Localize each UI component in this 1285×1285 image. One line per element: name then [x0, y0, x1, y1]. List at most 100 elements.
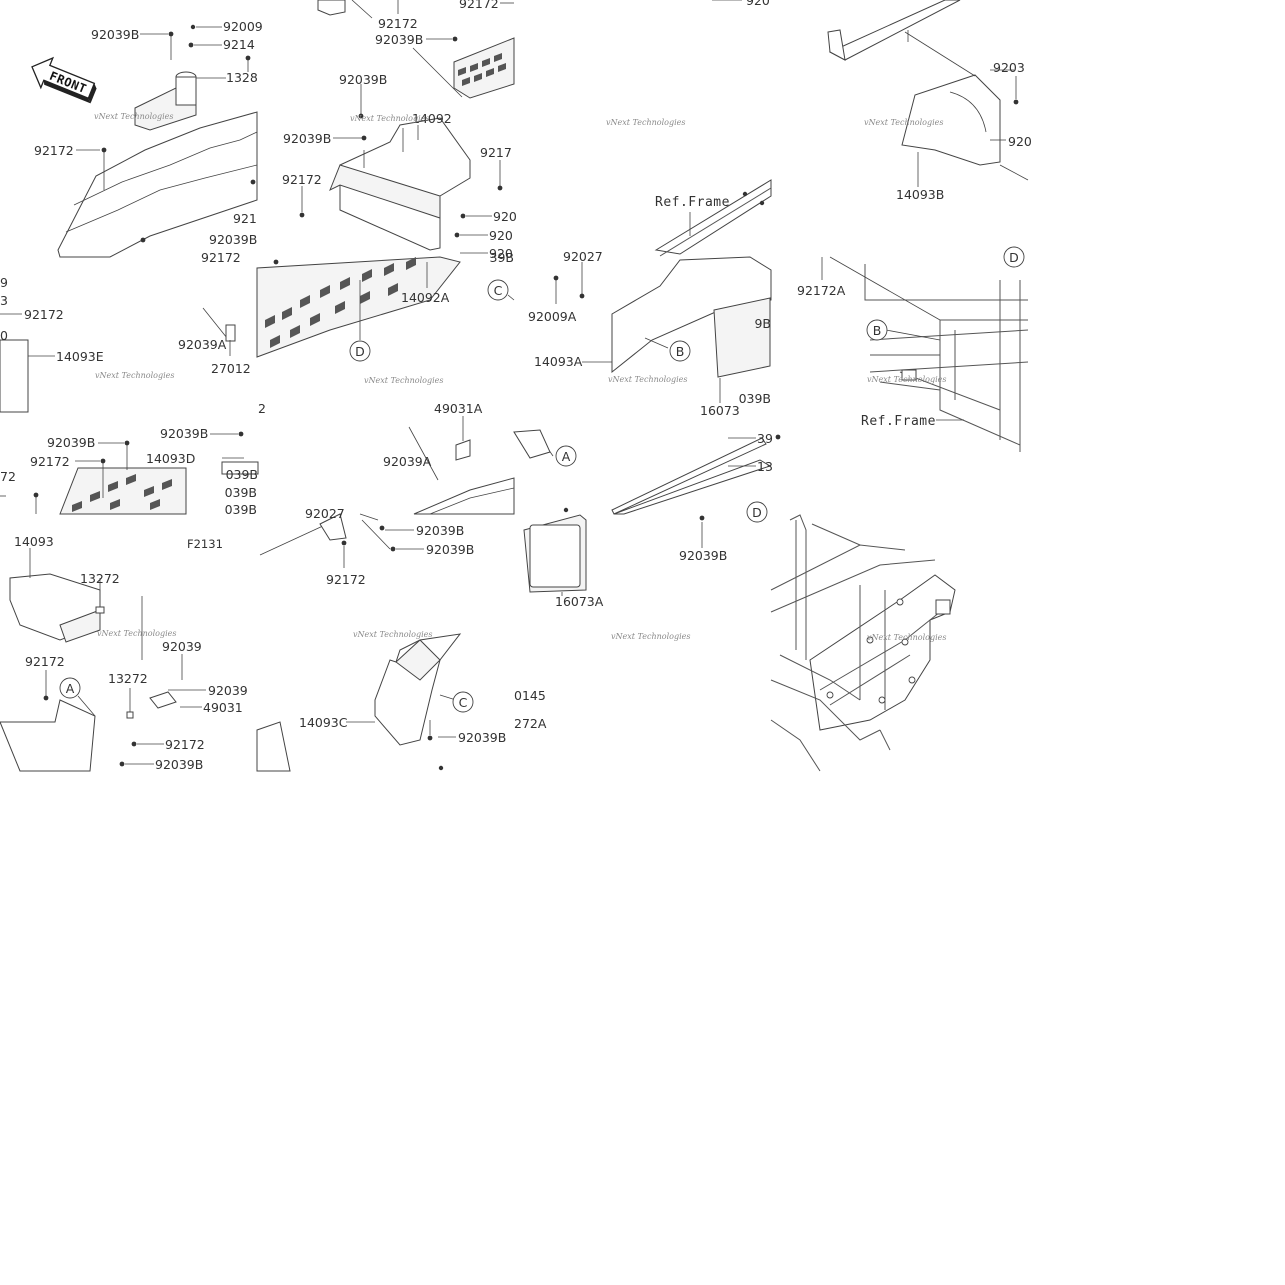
watermark: vNext Technologies: [867, 633, 946, 642]
watermark: vNext Technologies: [867, 375, 946, 384]
label-9B: 9B: [754, 316, 771, 331]
tile-side-guard: 92027 92039B 92039B 92172 14093C 92039B …: [256, 506, 506, 772]
label-92172-b: 92172: [30, 454, 70, 469]
circle-marker-b-2: B: [866, 319, 888, 341]
circle-marker-d-2: D: [1003, 246, 1025, 268]
circle-markers: C D B B D A D A: [59, 246, 1025, 713]
label-920-b: 920: [489, 228, 513, 243]
label-92172-top: 92172: [378, 16, 418, 31]
label-14093C: 14093C: [299, 715, 348, 730]
circle-marker-c-2: C: [452, 691, 474, 713]
label-92039: 92039: [162, 639, 202, 654]
tile-front-fender: 14093 F2131 13272 92172 92039 13272 9203…: [0, 534, 248, 772]
label-92039-b: 92039: [208, 683, 248, 698]
svg-text:A: A: [562, 449, 571, 464]
ref-frame-label: Ref.Frame: [655, 195, 730, 210]
circle-marker-b-1: B: [669, 340, 691, 362]
watermark: vNext Technologies: [95, 371, 174, 380]
svg-text:A: A: [66, 681, 75, 696]
label-92039B: 92039B: [47, 435, 95, 450]
label-92039B-b: 92039B: [339, 72, 387, 87]
label-039B-c: 039B: [225, 502, 257, 517]
label-039B-a: 039B: [226, 467, 258, 482]
circle-marker-a-1: A: [555, 445, 577, 467]
watermark: vNext Technologies: [864, 118, 943, 127]
tile-ref-frame-top: 920 Ref.Frame vNext Technologies: [606, 0, 772, 257]
label-921: 921: [233, 211, 257, 226]
label-92039B: 92039B: [679, 548, 727, 563]
label-92172-b: 92172: [201, 250, 241, 265]
label-92009: 92009: [223, 19, 263, 34]
label-92039B: 92039B: [155, 757, 203, 772]
label-9203: 9203: [993, 60, 1025, 75]
label-92039B-c: 92039B: [458, 730, 506, 745]
label-92009A: 92009A: [528, 309, 577, 324]
label-92039B-a: 92039B: [416, 523, 464, 538]
watermark: vNext Technologies: [611, 632, 690, 641]
svg-text:D: D: [752, 505, 762, 520]
svg-text:D: D: [355, 344, 365, 359]
label-92039A: 92039A: [383, 454, 432, 469]
svg-text:C: C: [494, 283, 503, 298]
label-14092A: 14092A: [401, 290, 450, 305]
label-92039B-b: 92039B: [160, 426, 208, 441]
tile-center-panel: 92172 92172 92039B 92039B 14092 92039B 9…: [282, 0, 517, 261]
svg-text:D: D: [1009, 250, 1019, 265]
label-49031A: 49031A: [434, 401, 483, 416]
watermark: vNext Technologies: [364, 376, 443, 385]
label-9214: 9214: [223, 37, 255, 52]
label-13272-b: 13272: [108, 671, 148, 686]
label-16073A: 16073A: [555, 594, 604, 609]
label-14093E: 14093E: [56, 349, 104, 364]
label-92172: 92172: [34, 143, 74, 158]
tile-floor-mat: 14092A 39B 2 49031A 92039A vNext Technol…: [256, 250, 515, 521]
watermark: vNext Technologies: [97, 629, 176, 638]
label-92039B-c: 92039B: [283, 131, 331, 146]
label-92039B-b: 92039B: [209, 232, 257, 247]
label-39: 39: [757, 431, 773, 446]
label-0145: 0145: [514, 688, 546, 703]
label-14093B: 14093B: [896, 187, 944, 202]
label-92172: 92172: [25, 654, 65, 669]
label-72: 72: [0, 469, 16, 484]
tile-front-floor: FRONT 92039B 92009 9214 1328 92172 921 9…: [31, 19, 263, 265]
label-920-c: 920: [489, 246, 513, 261]
circle-marker-d-1: D: [349, 340, 371, 362]
label-16073: 16073: [700, 403, 740, 418]
tile-frame-assembly: vNext Technologies: [770, 514, 956, 772]
watermark: vNext Technologies: [606, 118, 685, 127]
label-2: 2: [258, 401, 266, 416]
tile-mud-flap: 92027 92009A 14093A 9B 16073 039B 39 13 …: [513, 249, 781, 515]
label-0: 0: [0, 328, 8, 343]
label-1328: 1328: [226, 70, 258, 85]
watermark: vNext Technologies: [353, 630, 432, 639]
svg-text:B: B: [676, 344, 685, 359]
label-039B: 039B: [739, 391, 771, 406]
svg-text:C: C: [459, 695, 468, 710]
label-13272: 13272: [80, 571, 120, 586]
label-14092: 14092: [412, 111, 452, 126]
label-920: 920: [1008, 134, 1032, 149]
label-920: 920: [746, 0, 770, 8]
label-92027: 92027: [305, 506, 345, 521]
watermark: vNext Technologies: [94, 112, 173, 121]
tile-left-side-panels: 9 3 92172 0 14093E 92039A 27012 92039B 9…: [0, 275, 259, 517]
watermark: vNext Technologies: [350, 114, 429, 123]
label-14093: 14093: [14, 534, 54, 549]
label-92172: 92172: [24, 307, 64, 322]
figure-code: F2131: [187, 537, 223, 551]
label-92172-a: 92172: [459, 0, 499, 11]
label-92172: 92172: [326, 572, 366, 587]
label-14093A: 14093A: [534, 354, 583, 369]
label-39B: 39B: [490, 250, 514, 265]
ref-frame-label-2: Ref.Frame: [861, 414, 936, 429]
label-92027: 92027: [563, 249, 603, 264]
watermark: vNext Technologies: [608, 375, 687, 384]
label-92172-b: 92172: [165, 737, 205, 752]
label-92172A: 92172A: [797, 283, 846, 298]
label-3: 3: [0, 293, 8, 308]
label-9217: 9217: [480, 145, 512, 160]
label-27012: 27012: [211, 361, 251, 376]
label-92172-c: 92172: [282, 172, 322, 187]
